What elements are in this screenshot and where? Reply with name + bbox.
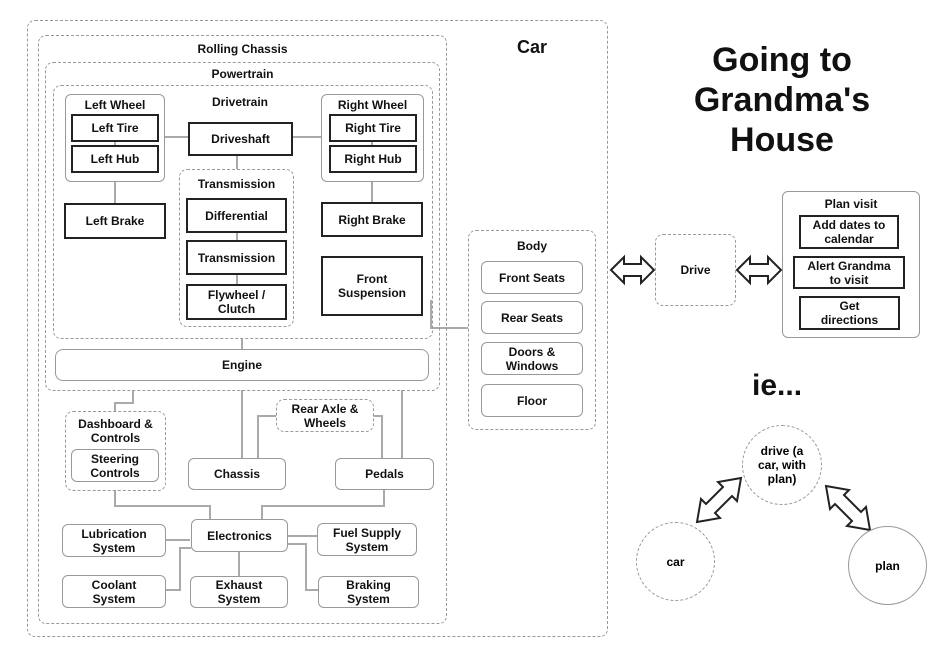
left-tire-box[interactable]: Left Tire [71, 114, 159, 142]
front-seats-box[interactable]: Front Seats [481, 261, 583, 294]
doors-windows-box[interactable]: Doors & Windows [481, 342, 583, 375]
body-label: Body [517, 239, 547, 253]
driveshaft-box[interactable]: Driveshaft [188, 122, 293, 156]
car-circle[interactable]: car [636, 522, 715, 601]
left-wheel-label: Left Wheel [84, 98, 146, 112]
ie-label: ie... [752, 369, 803, 402]
page-title: Going to Grandma's House [670, 40, 894, 160]
rear-axle-box[interactable]: Rear Axle & Wheels [276, 399, 374, 432]
car-drive-arrow [695, 476, 743, 524]
flywheel-clutch-box[interactable]: Flywheel / Clutch [186, 284, 287, 320]
car-container [27, 20, 608, 637]
fuel-supply-system-box[interactable]: Fuel Supply System [317, 523, 417, 556]
right-wheel-label: Right Wheel [337, 98, 408, 112]
transmission-box[interactable]: Transmission [186, 240, 287, 275]
alert-grandma-box[interactable]: Alert Grandma to visit [793, 256, 905, 289]
coolant-system-box[interactable]: Coolant System [62, 575, 166, 608]
powertrain-group [45, 62, 440, 391]
title-line-3: House [730, 121, 834, 159]
powertrain-label: Powertrain [211, 67, 274, 81]
front-suspension-box[interactable]: Front Suspension [321, 256, 423, 316]
right-brake-box[interactable]: Right Brake [321, 202, 423, 237]
add-dates-box[interactable]: Add dates to calendar [799, 215, 899, 249]
title-line-1: Going to [712, 41, 852, 79]
rolling-chassis-label: Rolling Chassis [197, 42, 288, 56]
left-brake-box[interactable]: Left Brake [64, 203, 166, 239]
rolling-chassis-group [38, 35, 447, 624]
car-label: Car [517, 37, 548, 57]
steering-controls-box[interactable]: Steering Controls [71, 449, 159, 482]
right-wheel-group [321, 94, 424, 182]
lubrication-system-box[interactable]: Lubrication System [62, 524, 166, 557]
right-tire-box[interactable]: Right Tire [329, 114, 417, 142]
chassis-box[interactable]: Chassis [188, 458, 286, 490]
right-hub-box[interactable]: Right Hub [329, 145, 417, 173]
transmission-group-label: Transmission [197, 177, 276, 191]
body-drive-arrow [609, 254, 656, 286]
drive-circle[interactable]: drive (a car, with plan) [742, 425, 822, 505]
left-wheel-group [65, 94, 165, 182]
title-line-2: Grandma's [693, 81, 871, 119]
drivetrain-label: Drivetrain [211, 95, 269, 109]
drivetrain-group [53, 85, 433, 339]
rear-seats-box[interactable]: Rear Seats [481, 301, 583, 334]
plan-circle[interactable]: plan [848, 526, 927, 605]
differential-box[interactable]: Differential [186, 198, 287, 233]
plan-visit-group [782, 191, 920, 338]
engine-box[interactable]: Engine [55, 349, 429, 381]
left-hub-box[interactable]: Left Hub [71, 145, 159, 173]
plan-visit-label: Plan visit [824, 197, 878, 211]
dashboard-group [65, 411, 166, 491]
electronics-box[interactable]: Electronics [191, 519, 288, 552]
braking-system-box[interactable]: Braking System [318, 576, 419, 608]
drive-plan-circle-arrow [824, 484, 872, 532]
drive-box[interactable]: Drive [655, 234, 736, 306]
exhaust-system-box[interactable]: Exhaust System [190, 576, 288, 608]
pedals-box[interactable]: Pedals [335, 458, 434, 490]
dashboard-label: Dashboard & Controls [78, 417, 153, 445]
floor-box[interactable]: Floor [481, 384, 583, 417]
drive-plan-arrow [735, 254, 783, 286]
body-group [468, 230, 596, 430]
transmission-group [179, 169, 294, 327]
get-directions-box[interactable]: Get directions [799, 296, 900, 330]
